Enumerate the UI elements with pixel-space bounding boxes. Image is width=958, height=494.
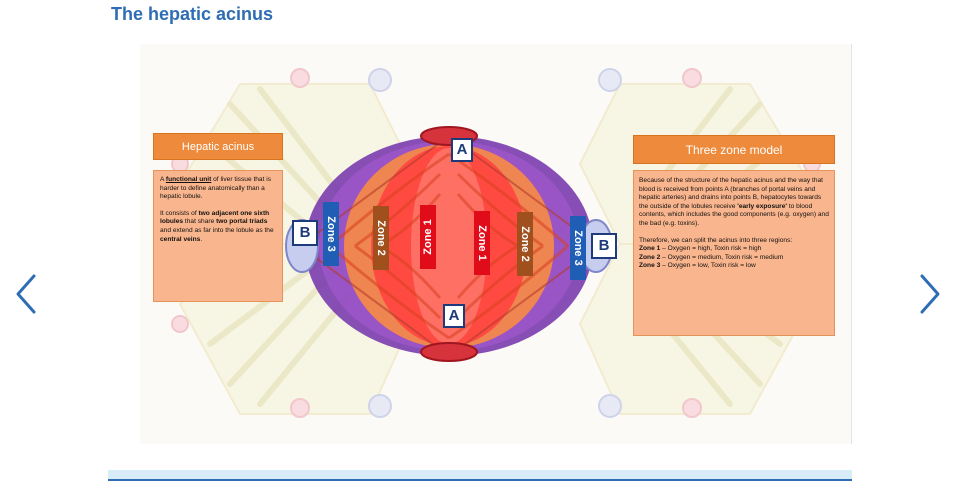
acinus-diagram-slide: A A B B Zone 3 Zone 2 Zone 1 Zone 1 Zone… bbox=[140, 44, 852, 444]
three-zone-model-panel-title: Three zone model bbox=[633, 135, 835, 164]
zone-description: – Oxygen = medium, Toxin risk = medium bbox=[660, 253, 784, 261]
text-fragment: A bbox=[160, 176, 166, 183]
three-zone-explanation: Because of the structure of the hepatic … bbox=[639, 177, 829, 229]
text-fragment: and extend as far into the lobule as the bbox=[160, 226, 274, 234]
zone-3-right-label: Zone 3 bbox=[570, 216, 586, 280]
zone-name: Zone 3 bbox=[639, 262, 661, 270]
text-fragment: that share bbox=[183, 218, 217, 226]
zone-description: – Oxygen = high, Toxin risk = high bbox=[660, 245, 762, 253]
text-fragment: Because of the structure of the hepatic … bbox=[639, 177, 824, 210]
text-fragment-bold: functional unit bbox=[165, 176, 212, 183]
slide-divider bbox=[851, 44, 852, 444]
hepatic-acinus-panel-title: Hepatic acinus bbox=[153, 133, 283, 160]
zone-2-right-label: Zone 2 bbox=[517, 212, 533, 276]
point-b-right-label: B bbox=[591, 233, 617, 259]
three-zone-model-panel-text: Because of the structure of the hepatic … bbox=[633, 170, 835, 336]
zone-name: Zone 2 bbox=[639, 253, 661, 261]
zone-name: Zone 1 bbox=[639, 245, 661, 253]
text-fragment-bold: central veins bbox=[160, 235, 201, 243]
text-fragment-bold: two portal triads bbox=[216, 218, 268, 226]
progress-track bbox=[108, 470, 852, 479]
previous-slide-button[interactable] bbox=[6, 270, 46, 318]
progress-divider bbox=[108, 479, 852, 481]
hepatic-acinus-composition: It consists of two adjacent one sixth lo… bbox=[160, 210, 276, 244]
chevron-right-icon bbox=[920, 274, 940, 314]
zone-description: – Oxygen = low, Toxin risk = low bbox=[660, 262, 756, 270]
zone-list-item: Zone 3 – Oxygen = low, Toxin risk = low bbox=[639, 262, 829, 271]
text-fragment: of liver tissue that is harder to define… bbox=[160, 176, 272, 201]
zone-list-item: Zone 2 – Oxygen = medium, Toxin risk = m… bbox=[639, 254, 829, 263]
zone-3-left-label: Zone 3 bbox=[323, 202, 339, 266]
zone-list-item: Zone 1 – Oxygen = high, Toxin risk = hig… bbox=[639, 245, 829, 254]
zone-2-left-label: Zone 2 bbox=[373, 206, 389, 270]
point-b-left-label: B bbox=[292, 220, 318, 246]
point-a-top-label: A bbox=[451, 138, 473, 162]
text-fragment-bold: 'early exposure' bbox=[737, 202, 787, 210]
next-slide-button[interactable] bbox=[910, 270, 950, 318]
hepatic-acinus-panel-text: A functional unit of liver tissue that i… bbox=[153, 170, 283, 302]
zone-1-left-label: Zone 1 bbox=[420, 205, 436, 269]
text-fragment: . bbox=[200, 235, 203, 243]
three-zone-intro: Therefore, we can split the acinus into … bbox=[639, 236, 793, 244]
text-fragment: It consists of bbox=[160, 209, 199, 217]
acinus-diagram-graphic bbox=[171, 68, 821, 418]
hepatic-acinus-definition: A functional unit of liver tissue that i… bbox=[160, 176, 276, 202]
zone-1-right-label: Zone 1 bbox=[474, 211, 490, 275]
point-a-bottom-label: A bbox=[443, 304, 465, 328]
text-fragment: to blood contents, which includes the go… bbox=[639, 202, 829, 227]
chevron-left-icon bbox=[16, 274, 36, 314]
text-fragment-bold: two adjacent one sixth lobules bbox=[160, 209, 270, 226]
page-title: The hepatic acinus bbox=[111, 4, 274, 24]
